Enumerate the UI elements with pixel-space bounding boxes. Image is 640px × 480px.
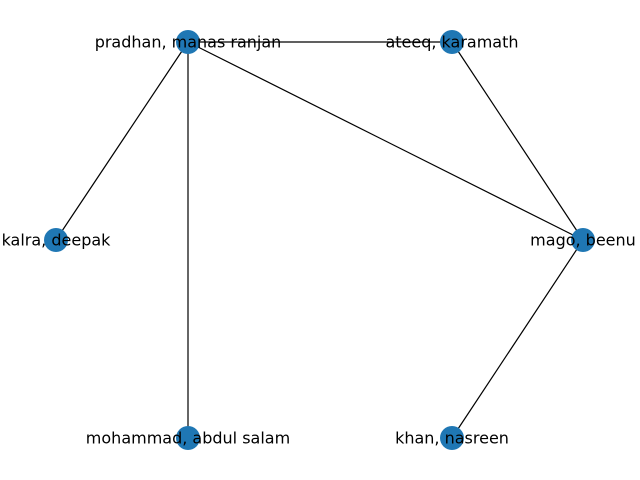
edge-mago-khan bbox=[451, 239, 584, 439]
node-label-khan: khan, nasreen bbox=[395, 429, 509, 448]
node-mohammad bbox=[176, 426, 200, 450]
node-label-ateeq: ateeq, karamath bbox=[385, 33, 518, 52]
node-label-mago: mago, beenu bbox=[530, 231, 636, 250]
edge-ateeq-mago bbox=[451, 41, 584, 241]
nodes-layer bbox=[44, 30, 595, 450]
node-mago bbox=[571, 228, 595, 252]
edges-layer bbox=[55, 41, 584, 439]
labels-layer: pradhan, manas ranjan ateeq, karamath kalr… bbox=[2, 33, 636, 448]
node-label-mohammad: mohammad, abdul salam bbox=[86, 429, 290, 448]
node-khan bbox=[440, 426, 464, 450]
node-ateeq bbox=[440, 30, 464, 54]
edge-pradhan-mago bbox=[187, 41, 584, 241]
node-label-pradhan: pradhan, manas ranjan bbox=[95, 33, 282, 52]
node-kalra bbox=[44, 228, 68, 252]
node-label-kalra: kalra, deepak bbox=[2, 231, 112, 250]
node-pradhan bbox=[176, 30, 200, 54]
edge-pradhan-kalra bbox=[55, 41, 189, 241]
